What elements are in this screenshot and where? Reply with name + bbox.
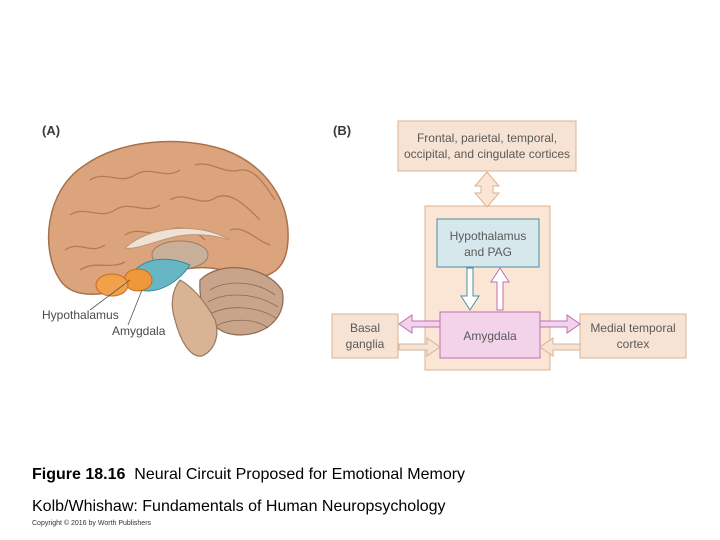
amygdala-to-basal-arrow: [398, 314, 441, 334]
medial-box-line2: cortex: [617, 337, 650, 351]
cortices-box-line1: Frontal, parietal, temporal,: [417, 131, 557, 145]
hypothalamus-pag-box: [436, 218, 540, 268]
brainstem: [171, 279, 218, 357]
amygdala-box-label: Amygdala: [463, 329, 517, 343]
medial-temporal-box: [579, 313, 687, 359]
amygdala-box: [439, 311, 541, 359]
temporal-region: [95, 273, 129, 297]
figure-number: Figure 18.16: [32, 466, 126, 483]
basal-ganglia-box: [331, 313, 399, 359]
hypothalamus-to-amygdala-arrow: [460, 267, 480, 311]
circuit-diagram: Frontal, parietal, temporal, occipital, …: [331, 120, 687, 371]
amygdala-to-hypothalamus-arrow: [490, 267, 510, 311]
cortices-box: [397, 120, 577, 172]
amygdala-to-medial-arrow: [539, 314, 581, 334]
amygdala-leader: [127, 289, 143, 326]
medial-box-line1: Medial temporal: [590, 321, 675, 335]
basal-box-line1: Basal: [350, 321, 380, 335]
book-title: Kolb/Whishaw: Fundamentals of Human Neur…: [32, 498, 446, 515]
copyright-notice: Copyright © 2016 by Worth Publishers: [32, 520, 152, 527]
figure-caption: Figure 18.16 Neural Circuit Proposed for…: [32, 466, 465, 484]
corpus-callosum: [123, 227, 231, 249]
figure-title: Neural Circuit Proposed for Emotional Me…: [134, 466, 466, 483]
basal-to-amygdala-arrow: [398, 337, 441, 357]
cortices-double-arrow: [473, 171, 501, 208]
hypothalamus-label: Hypothalamus: [42, 308, 119, 322]
hypothalamus-box-line2: and PAG: [464, 245, 512, 259]
cortices-box-line2: occipital, and cingulate cortices: [404, 147, 570, 161]
panel-b-label: (B): [333, 123, 352, 138]
medial-to-amygdala-arrow: [539, 337, 581, 357]
amygdala-label: Amygdala: [112, 324, 166, 338]
amygdala-region: [123, 268, 153, 292]
basal-box-line2: ganglia: [346, 337, 385, 351]
panel-a-label: (A): [42, 123, 61, 138]
cerebellum-folia: [207, 282, 279, 329]
hypothalamus-box-line1: Hypothalamus: [450, 229, 527, 243]
hypothalamus-leader: [89, 279, 131, 311]
brain-illustration: Hypothalamus Amygdala: [42, 140, 289, 357]
